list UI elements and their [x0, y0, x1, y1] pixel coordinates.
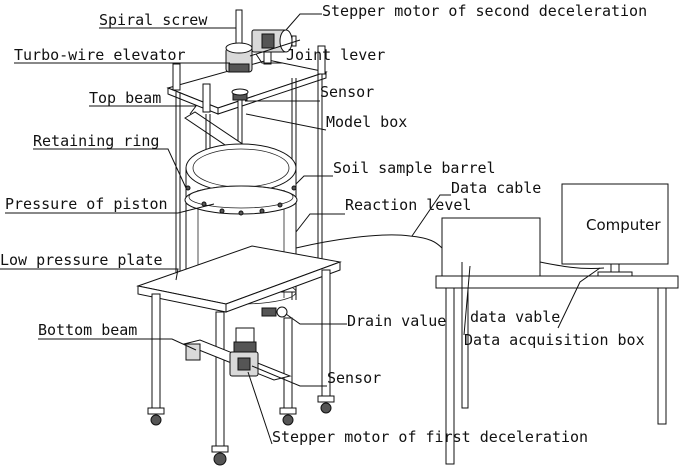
turbo-wire-elevator	[225, 42, 253, 73]
label-turbo-wire-elevator: Turbo-wire elevator	[14, 46, 186, 64]
label-joint-lever: Joint lever	[286, 46, 385, 64]
cables	[295, 234, 605, 270]
desk	[435, 275, 679, 465]
computer	[561, 183, 669, 277]
label-reaction-level: Reaction level	[345, 196, 471, 214]
label-data-acquisition-box: Data acquisition box	[464, 331, 645, 349]
label-stepper-motor-first: Stepper motor of first deceleration	[272, 428, 588, 446]
label-drain-value: Drain value	[347, 312, 446, 330]
label-pressure-of-piston: Pressure of piston	[5, 195, 168, 213]
label-data-vable: data vable	[470, 308, 560, 326]
computer-monitor	[561, 183, 669, 265]
label-low-pressure-plate: Low pressure plate	[0, 251, 163, 269]
label-spiral-screw: Spiral screw	[99, 11, 208, 29]
caster-wheels	[147, 395, 335, 466]
joint-lever	[249, 39, 301, 57]
label-soil-sample-barrel: Soil sample barrel	[333, 159, 496, 177]
drain-valve	[261, 306, 288, 318]
label-bottom-beam: Bottom beam	[38, 321, 137, 339]
label-data-cable: Data cable	[451, 179, 541, 197]
label-stepper-motor-second: Stepper motor of second deceleration	[322, 2, 647, 20]
sensor-bottom	[233, 327, 257, 353]
labels: Spiral screw Stepper motor of second dec…	[0, 2, 661, 446]
label-retaining-ring: Retaining ring	[33, 132, 159, 150]
data-acquisition-box	[441, 217, 541, 277]
test-apparatus	[136, 9, 342, 466]
sensor-top	[231, 88, 249, 101]
stepper-motor-first	[229, 351, 259, 377]
data-cable	[295, 234, 443, 249]
label-model-box: Model box	[326, 113, 407, 131]
leader-lines	[0, 13, 601, 445]
label-computer: Computer	[586, 216, 661, 234]
computer-station	[435, 183, 679, 465]
data-vable-cable	[539, 261, 605, 270]
retaining-ring	[184, 185, 298, 216]
label-sensor-top: Sensor	[320, 83, 374, 101]
label-sensor-bottom: Sensor	[327, 369, 381, 387]
label-top-beam: Top beam	[89, 89, 161, 107]
low-pressure-plate	[136, 245, 342, 313]
